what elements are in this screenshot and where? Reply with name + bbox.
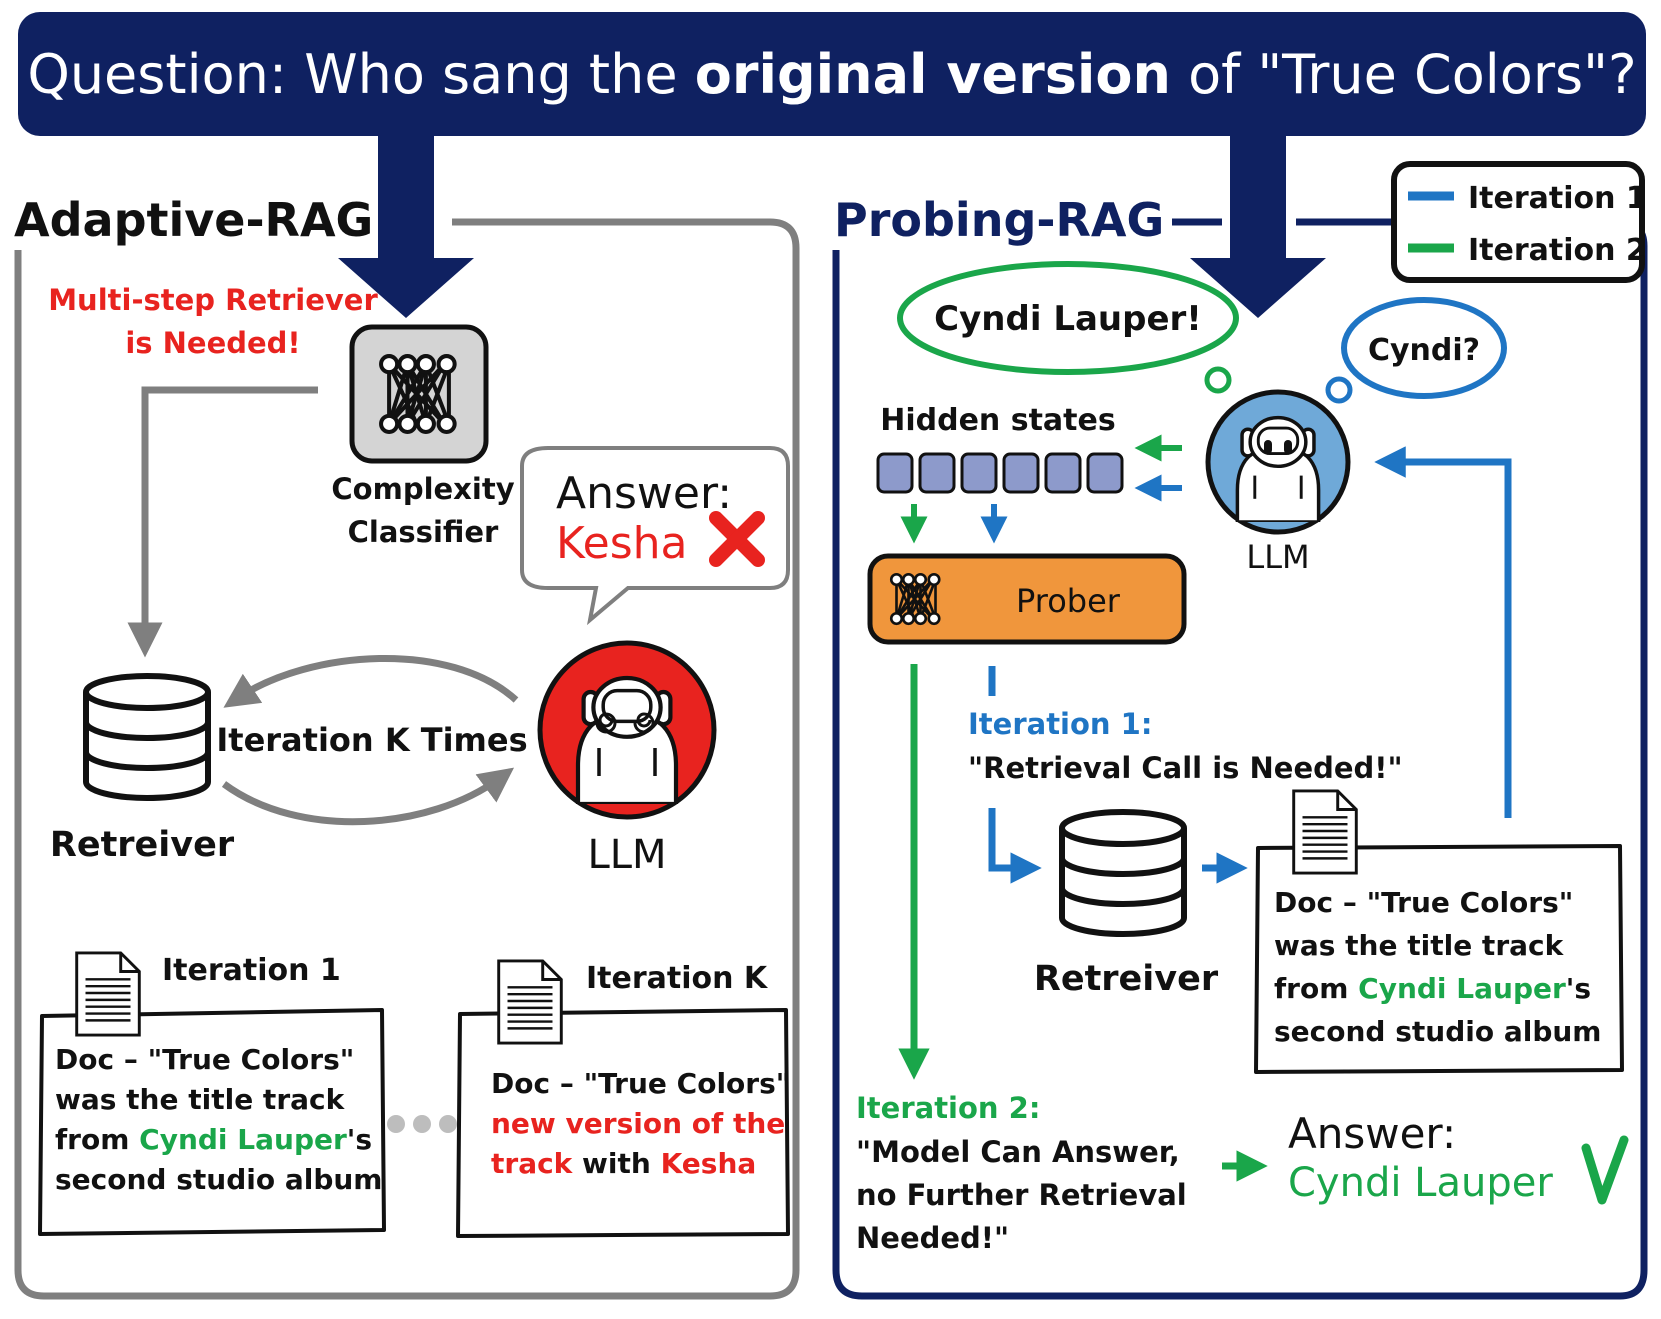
right-answer-value: Cyndi Lauper [1288, 1160, 1553, 1206]
classifier-to-retriever-arrow [127, 386, 318, 658]
right-retriever-label: Retreiver [1034, 959, 1219, 999]
right-doc-line2: was the title track [1274, 929, 1565, 962]
probing-rag-title: Probing-RAG [834, 193, 1164, 247]
iteration1-title: Iteration 1: [968, 707, 1152, 741]
question-banner [18, 12, 1646, 136]
banner-arrow-right [1190, 136, 1326, 318]
retriever-needed-note-line2: is Needed! [125, 326, 300, 360]
left-docK-card [456, 1008, 790, 1238]
wrong-answer-icon [709, 511, 765, 567]
document-icon [497, 959, 563, 1045]
correct-answer-check-icon [1581, 1135, 1629, 1205]
question-text: Question: Who sang the original version … [27, 43, 1636, 106]
thought-dot-blue [1325, 376, 1353, 404]
doc-to-llm-arrow [1374, 446, 1512, 818]
left-llm-label: LLM [587, 832, 666, 878]
hidden-state-cells [876, 452, 1124, 494]
prober-label: Prober [1016, 582, 1121, 620]
iteration1-text: "Retrieval Call is Needed!" [968, 751, 1403, 785]
right-doc-line1: Doc – "True Colors" [1274, 886, 1573, 919]
right-llm-robot [1205, 389, 1351, 535]
legend-label-iteration-2: Iteration 2 [1468, 233, 1647, 268]
hidden-states-label: Hidden states [880, 403, 1115, 438]
left-doc1-card [38, 1008, 386, 1236]
right-llm-label: LLM [1246, 538, 1309, 576]
banner-arrow-left [338, 136, 474, 318]
left-llm-robot [537, 640, 717, 820]
left-doc1-line4: second studio album [55, 1163, 382, 1196]
right-database-icon [1062, 812, 1184, 934]
thought-bubble-small-text: Cyndi? [1368, 333, 1480, 368]
robot-eyes-icon [1264, 440, 1292, 454]
left-docK-line2: new version of the [491, 1107, 785, 1140]
right-doc-line3: from Cyndi Lauper's [1274, 972, 1591, 1005]
legend-label-iteration-1: Iteration 1 [1468, 181, 1647, 216]
classifier-label-line2: Classifier [348, 515, 499, 549]
left-database-icon [86, 676, 208, 798]
iteration2-line3: Needed!" [856, 1221, 1009, 1255]
answer-speech-bubble [520, 446, 790, 626]
iteration2-title: Iteration 2: [856, 1091, 1040, 1125]
adaptive-rag-title: Adaptive-RAG [14, 193, 373, 247]
thought-bubble-big [897, 261, 1239, 375]
left-docK-line1: Doc – "True Colors" [491, 1067, 790, 1100]
left-doc1-line2: was the title track [55, 1083, 346, 1116]
prober-box [867, 553, 1187, 645]
ellipsis-dots [387, 1115, 457, 1133]
classifier-label-line1: Complexity [331, 472, 514, 506]
loop-label: Iteration K Times [216, 721, 527, 759]
iteration2-line1: "Model Can Answer, [856, 1135, 1180, 1169]
thought-bubble-big-text: Cyndi Lauper! [934, 299, 1202, 339]
spiral-eyes-icon [595, 712, 655, 734]
retriever-needed-note-line1: Multi-step Retriever [48, 283, 378, 317]
adaptive-rag-panel [14, 218, 800, 1300]
loop-arrow-to-llm [221, 767, 515, 826]
thought-bubble-small [1341, 297, 1507, 399]
left-doc1-line1: Doc – "True Colors" [55, 1043, 354, 1076]
iteration1-to-retriever-arrow [988, 808, 1042, 884]
legend-box [1391, 161, 1645, 283]
left-docK-title: Iteration K [586, 961, 769, 996]
right-answer-label: Answer: [1288, 1109, 1456, 1158]
left-doc1-line3: from Cyndi Lauper's [55, 1123, 372, 1156]
iteration2-line2: no Further Retrieval [856, 1178, 1187, 1212]
loop-arrow-to-retriever [223, 655, 519, 708]
left-retriever-label: Retreiver [50, 825, 235, 865]
document-icon [1292, 789, 1358, 875]
left-answer-label: Answer: [556, 468, 732, 519]
left-doc1-title: Iteration 1 [162, 953, 341, 988]
right-doc-card [1254, 844, 1624, 1074]
left-docK-line3: track with Kesha [491, 1147, 756, 1180]
right-doc-line4: second studio album [1274, 1015, 1601, 1048]
document-icon [75, 951, 141, 1037]
thought-dot-green [1204, 366, 1232, 394]
left-answer-value: Kesha [556, 518, 688, 569]
